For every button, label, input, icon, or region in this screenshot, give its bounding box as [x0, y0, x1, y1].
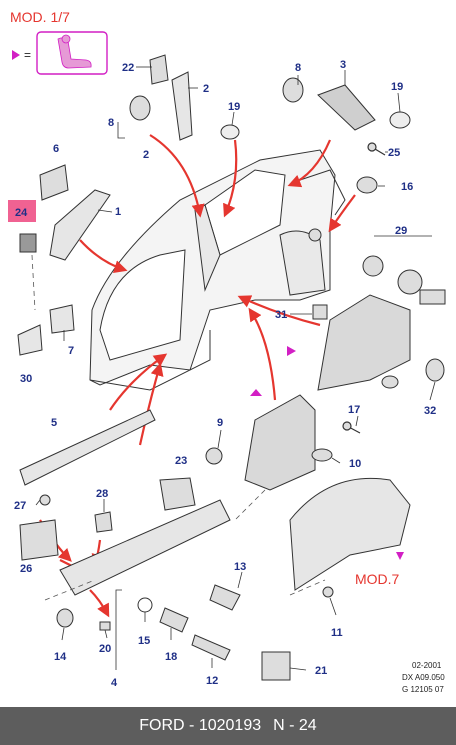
- callout-10: 10: [349, 458, 361, 470]
- part-quarter-trim-mid: [244, 394, 316, 491]
- part-20-tab: [99, 621, 111, 631]
- magenta-markers: [250, 346, 404, 560]
- part-17-screw: [342, 421, 361, 434]
- callout-29: 29: [395, 225, 407, 237]
- callout-11: 11: [331, 627, 343, 639]
- callout-16: 16: [401, 181, 413, 193]
- ref-code1: DX A09.050: [402, 673, 445, 682]
- part-wheel-arch-trim: [289, 477, 411, 591]
- part-32-plug: [381, 358, 445, 389]
- callout-3: 3: [340, 59, 346, 71]
- callout-2: 2: [143, 149, 149, 161]
- body-side-panel: [89, 149, 346, 391]
- callout-9: 9: [217, 417, 223, 429]
- part-16-grommet: [356, 176, 378, 194]
- seat-icon: [57, 34, 92, 69]
- ref-date: 02-2001: [412, 661, 442, 670]
- callout-2: 2: [203, 83, 209, 95]
- callout-22: 22: [122, 62, 134, 74]
- callout-1: 1: [115, 206, 121, 218]
- seat-legend: =: [12, 31, 108, 75]
- part-15-ring: [137, 597, 153, 613]
- footer-bar: FORD - 1020193 N - 24: [0, 707, 456, 745]
- mod-bottom-label: MOD.7: [355, 571, 400, 587]
- callout-8: 8: [295, 62, 301, 74]
- callout-31: 31: [275, 309, 287, 321]
- footer-brand: FORD - 1020193: [139, 717, 262, 734]
- part-7-bracket: [17, 304, 75, 356]
- part-9-fastener: [205, 447, 223, 465]
- part-5-sill-plate: [19, 409, 156, 486]
- callout-20: 20: [99, 643, 111, 655]
- callout-6: 6: [53, 143, 59, 155]
- callout-5: 5: [51, 417, 57, 429]
- part-19-plug: [220, 111, 411, 140]
- triangle-icon: [12, 50, 20, 60]
- part-23-clip: [159, 477, 196, 511]
- callout-27: 27: [14, 500, 26, 512]
- part-6-hinge: [39, 164, 69, 201]
- part-4-sill-trim: [19, 499, 231, 596]
- callout-26: 26: [20, 563, 32, 575]
- part-14-plug: [56, 608, 74, 628]
- footer-page: N - 24: [273, 717, 317, 734]
- callout-28: 28: [96, 488, 108, 500]
- ref-code2: G 12105 07: [402, 685, 444, 694]
- callout-4: 4: [111, 677, 118, 689]
- callout-13: 13: [234, 561, 246, 573]
- part-1-a-pillar-trim: [49, 189, 111, 261]
- part-25-screw: [367, 142, 386, 156]
- callout-12: 12: [206, 675, 218, 687]
- triangle-icon: [250, 389, 262, 396]
- part-10-push-pin: [311, 448, 333, 462]
- callout-15: 15: [138, 635, 150, 647]
- callout-19: 19: [391, 81, 403, 93]
- callout-17: 17: [348, 404, 360, 416]
- part-11-screw: [322, 586, 334, 598]
- part-27-screw: [39, 494, 51, 506]
- callout-23: 23: [175, 455, 187, 467]
- part-28-clip: [94, 511, 113, 533]
- mod-title: MOD. 1/7: [10, 9, 70, 25]
- callout-7: 7: [68, 345, 74, 357]
- callout-30: 30: [20, 373, 32, 385]
- callout-25: 25: [388, 147, 400, 159]
- callout-18: 18: [165, 651, 177, 663]
- callout-8: 8: [108, 117, 114, 129]
- part-8-clip: [129, 77, 304, 121]
- part-21-label: [261, 651, 291, 681]
- part-2-pillar-trim: [149, 54, 193, 141]
- triangle-icon: [396, 552, 404, 560]
- callout-32: 32: [424, 405, 436, 417]
- part-31-clip: [312, 304, 328, 320]
- part-12-bolt: [191, 634, 231, 661]
- callout-numbers: 2 22 8 3 8 2 19 19 25 6 16 1 24 29 31 7 …: [14, 59, 436, 689]
- part-18-clip: [159, 607, 189, 633]
- legend-equals: =: [24, 48, 31, 62]
- dashed-guides: [31, 254, 326, 601]
- highlight-box: [8, 200, 36, 222]
- part-29-speaker-set: [362, 255, 446, 305]
- callout-21: 21: [315, 665, 327, 677]
- callout-24: 24: [15, 207, 28, 219]
- triangle-icon: [287, 346, 296, 356]
- callout-19: 19: [228, 101, 240, 113]
- callout-14: 14: [54, 651, 67, 663]
- part-quarter-trim-rear: [317, 294, 411, 391]
- leader-lines: [35, 66, 436, 671]
- part-3-bracket: [317, 84, 376, 131]
- part-24-clip: [8, 200, 37, 253]
- part-13-plug: [209, 584, 241, 611]
